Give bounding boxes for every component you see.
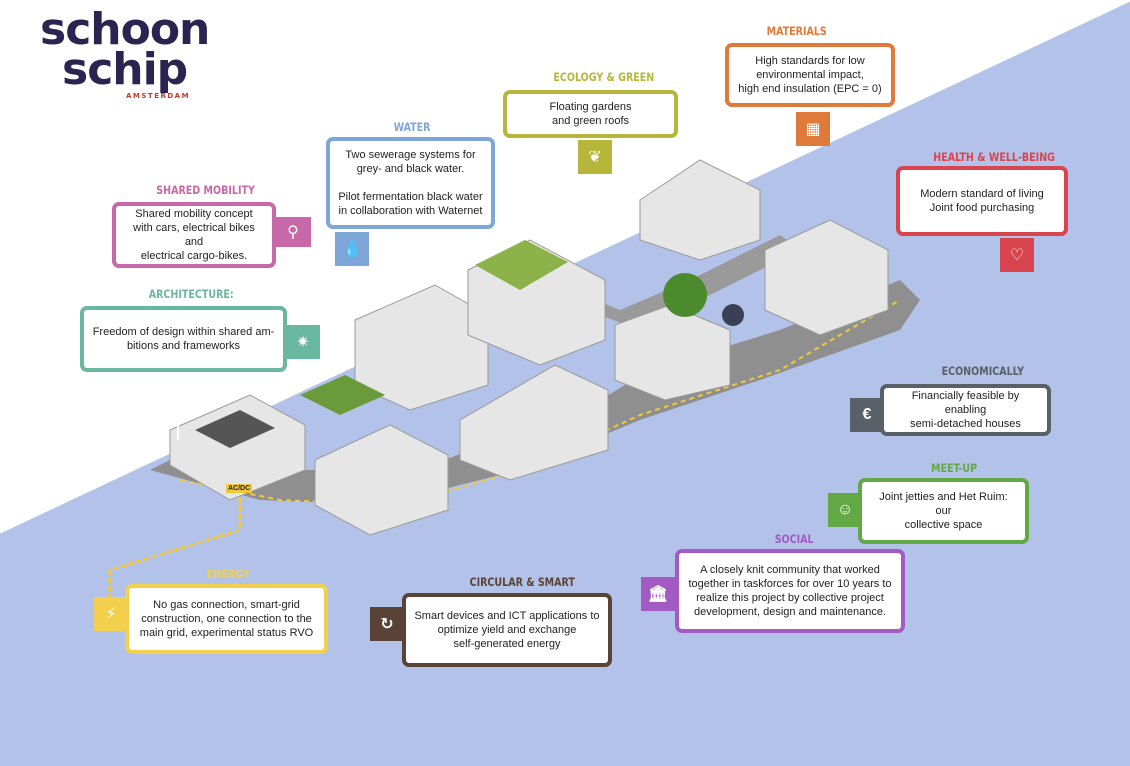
meetup-box: Joint jetties and Het Ruim: our collecti… — [858, 478, 1029, 544]
tree-island — [663, 273, 707, 317]
meetup-text: Joint jetties and Het Ruim: our collecti… — [879, 491, 1008, 531]
logo-line1: schoon — [40, 4, 210, 55]
jetty-branch — [560, 235, 800, 330]
circular-box: Smart devices and ICT applications to op… — [402, 593, 612, 667]
materials-heading: MATERIALS — [766, 24, 827, 38]
mobility-heading: SHARED MOBILITY — [156, 183, 255, 197]
water-drop-icon: 💧 — [335, 232, 369, 266]
floating-garden — [300, 375, 385, 415]
ecology-text: Floating gardens and green roofs — [549, 101, 632, 127]
house-center — [459, 364, 609, 481]
euro-icon: € — [850, 398, 884, 432]
smart-grid-line — [179, 299, 901, 507]
circular-heading: CIRCULAR & SMART — [469, 575, 575, 589]
meetup-heading: MEET-UP — [931, 461, 978, 475]
mobility-box: Shared mobility concept with cars, elect… — [112, 202, 276, 268]
cycle-icon: ↻ — [370, 607, 404, 641]
logo-line3: AMSTERDAM — [126, 92, 191, 100]
green-roof — [475, 240, 568, 290]
energy-text: No gas connection, smart-grid constructi… — [139, 599, 314, 639]
handshake-icon: ✷ — [286, 325, 320, 359]
economically-text: Financially feasible by enabling semi-de… — [910, 390, 1021, 430]
economically-box: Financially feasible by enabling semi-de… — [880, 384, 1051, 436]
architecture-text: Freedom of design within shared am- biti… — [92, 326, 275, 352]
materials-box: High standards for low environmental imp… — [725, 43, 895, 107]
architecture-heading: ARCHITECTURE: — [148, 287, 234, 301]
health-text: Modern standard of living Joint food pur… — [920, 188, 1044, 214]
schoonschip-logo: schoon schip AMSTERDAM — [40, 4, 210, 101]
meeting-icon: ☺ — [828, 493, 862, 527]
cargo-bike-icon: ⚲ — [275, 217, 311, 247]
ecology-box: Floating gardens and green roofs — [503, 90, 678, 138]
mobility-hub — [722, 304, 744, 326]
water-box: Two sewerage systems for grey- and black… — [326, 137, 495, 229]
brick-icon: ▦ — [796, 112, 830, 146]
solar-panel — [195, 410, 275, 448]
logo-line2: schip — [62, 44, 188, 95]
water-heading: WATER — [393, 120, 431, 134]
energy-heading: ENERGY — [206, 567, 250, 581]
energy-box: No gas connection, smart-grid constructi… — [125, 584, 328, 654]
house-greenhouse — [639, 159, 761, 261]
lightning-icon: ⚡ — [94, 597, 128, 631]
social-heading: SOCIAL — [774, 532, 814, 546]
house-smart — [314, 424, 449, 536]
mobility-text: Shared mobility concept with cars, elect… — [133, 208, 255, 262]
ecology-heading: ECOLOGY & GREEN — [553, 70, 655, 84]
energy-line — [108, 490, 242, 600]
house-energy — [169, 394, 306, 501]
circular-text: Smart devices and ICT applications to op… — [414, 610, 600, 650]
social-box: A closely knit community that worked tog… — [675, 549, 905, 633]
architecture-box: Freedom of design within shared am- biti… — [80, 306, 287, 372]
health-heading: HEALTH & WELL-BEING — [933, 150, 1055, 164]
materials-text: High standards for low environmental imp… — [738, 55, 882, 95]
economically-heading: ECONOMICALLY — [941, 364, 1024, 378]
water-text: Two sewerage systems for grey- and black… — [338, 149, 483, 217]
heart-rate-icon: ♡ — [1000, 238, 1034, 272]
tree-icon: ❦ — [578, 140, 612, 174]
health-box: Modern standard of living Joint food pur… — [896, 166, 1068, 236]
institution-icon: 🏛 — [641, 577, 675, 611]
house-right — [764, 219, 889, 336]
social-text: A closely knit community that worked tog… — [688, 564, 892, 618]
acdc-label: AC/DC — [226, 484, 253, 493]
